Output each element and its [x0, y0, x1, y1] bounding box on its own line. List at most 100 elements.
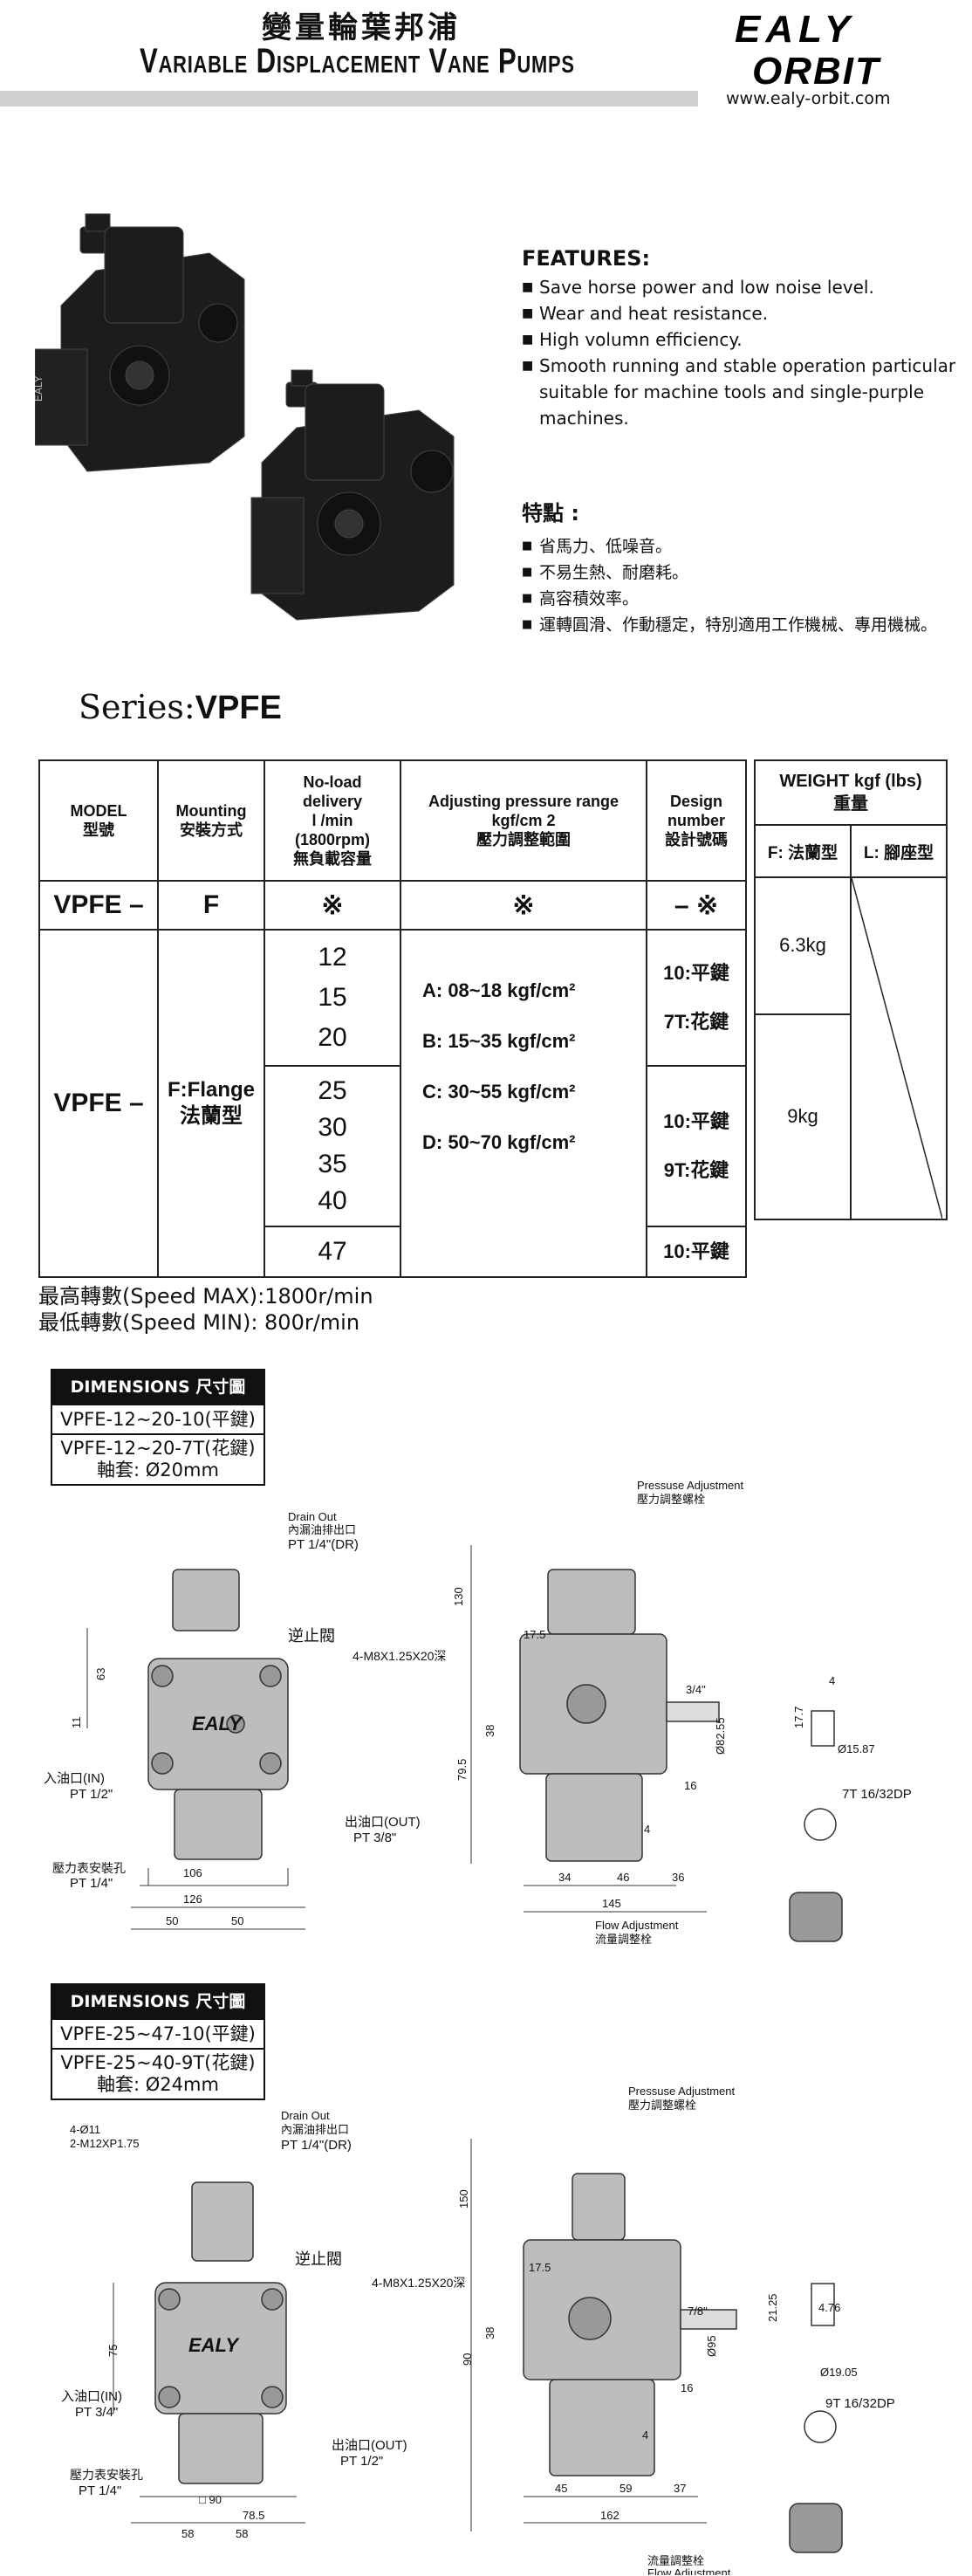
- dim2-holes2: 2-M12XP1.75: [70, 2137, 140, 2150]
- dim2-drain1: Drain Out: [281, 2109, 330, 2122]
- dim2-d4: 4: [642, 2428, 648, 2442]
- dim1-title: DIMENSIONS 尺寸圖: [52, 1370, 264, 1404]
- weight-value-1: 6.3kg: [754, 876, 852, 1015]
- speed-info: 最高轉數(Speed MAX):1800r/min 最低轉數(Speed MIN…: [38, 1283, 373, 1336]
- series-prefix: Series:: [79, 688, 195, 726]
- dim1-drain3: PT 1/4"(DR): [288, 1537, 359, 1552]
- dim1-flow2: 流量調整栓: [595, 1933, 652, 1946]
- feature-item: Wear and heat resistance.: [522, 300, 967, 326]
- dim2-holes1: 4-Ø11: [70, 2123, 100, 2136]
- dim2-drain3: PT 1/4"(DR): [281, 2138, 352, 2153]
- dim1-inlet1: 入油口(IN): [44, 1771, 105, 1786]
- feature-cn-item: 運轉圓滑、作動穩定，特別適用工作機械、專用機械。: [522, 612, 972, 638]
- dim1-d126: 126: [183, 1893, 202, 1906]
- series-name: VPFE: [195, 690, 282, 726]
- dim1-check-valve: 逆止閥: [288, 1627, 335, 1645]
- dim2-d90v: 90: [461, 2353, 474, 2366]
- pressure-ranges: A: 08~18 kgf/cm² B: 15~35 kgf/cm² C: 30~…: [400, 929, 647, 1278]
- dim2-bolt: 4-M8X1.25X20深: [372, 2276, 465, 2290]
- dimensions-box-2: DIMENSIONS 尺寸圖 VPFE-25~47-10(平鍵) VPFE-25…: [51, 1983, 265, 2100]
- weight-col-flange: F: 法蘭型: [754, 824, 852, 878]
- series-heading: Series:VPFE: [79, 688, 282, 727]
- dim2-inlet1: 入油口(IN): [61, 2389, 122, 2404]
- features-title: FEATURES:: [522, 246, 651, 271]
- photo-label: EALY: [35, 375, 44, 402]
- header-model: MODEL 型號: [38, 759, 159, 882]
- dim1-outlet1: 出油口(OUT): [345, 1815, 421, 1830]
- dim1-d38: 38: [483, 1725, 496, 1737]
- dim2-d175: 17.5: [529, 2261, 551, 2274]
- dim2-flow1: Flow Adjustment: [647, 2566, 731, 2575]
- dim2-d785: 78.5: [243, 2509, 264, 2522]
- feature-cn-item: 省馬力、低噪音。: [522, 533, 972, 560]
- speed-min: 最低轉數(Speed MIN): 800r/min: [38, 1310, 360, 1335]
- dim2-check-valve: 逆止閥: [295, 2250, 342, 2268]
- dimensions-box-1: DIMENSIONS 尺寸圖 VPFE-12~20-10(平鍵) VPFE-12…: [51, 1369, 265, 1486]
- dim2-key2: 4.76: [818, 2301, 840, 2314]
- dim2-d78in: 7/8": [688, 2305, 708, 2318]
- dim1-key2: 4: [829, 1674, 835, 1687]
- feature-cn-item: 不易生熱、耐磨耗。: [522, 560, 972, 586]
- dim2-gauge2: PT 1/4": [79, 2483, 121, 2498]
- dim2-d37: 37: [674, 2482, 686, 2495]
- dim2-gauge1: 壓力表安裝孔: [70, 2468, 143, 2482]
- dim1-d145: 145: [602, 1897, 621, 1910]
- feature-item: High volumn efficiency.: [522, 326, 967, 353]
- pressure-range-a: A: 08~18 kgf/cm²: [422, 979, 576, 1001]
- weight-value-2: 9kg: [754, 1013, 852, 1221]
- weight-foot-empty: [850, 876, 948, 1220]
- code-pressure: ※: [400, 880, 647, 931]
- dim1-d50a: 50: [166, 1914, 178, 1927]
- dim2-inlet2: PT 3/4": [75, 2405, 118, 2420]
- dim2-shaft: Ø19.05: [820, 2366, 858, 2379]
- dim1-d4: 4: [644, 1823, 650, 1836]
- dim1-bolt: 4-M8X1.25X20深: [353, 1649, 446, 1663]
- features-section: FEATURES: Save horse power and low noise…: [522, 246, 967, 431]
- dim2-dia: Ø95: [705, 2335, 718, 2357]
- dim1-d50b: 50: [231, 1914, 243, 1927]
- product-photo: EALY: [32, 175, 489, 629]
- logo-line2: ORBIT: [752, 50, 881, 89]
- header-title-cn: 變量輪葉邦浦: [262, 10, 461, 45]
- mounting-value: F:Flange 法蘭型: [157, 929, 265, 1278]
- dim1-d106: 106: [183, 1866, 202, 1879]
- dim2-flow2: 流量調整栓: [647, 2554, 704, 2567]
- model-code-table: MODEL 型號 Mounting 安裝方式 No-load delivery …: [38, 759, 747, 1278]
- header-mounting: Mounting 安裝方式: [157, 759, 265, 882]
- header-pressure: Adjusting pressure range kgf/cm 2 壓力調整範圍: [400, 759, 647, 882]
- feature-item: Save horse power and low noise level.: [522, 274, 967, 300]
- dim2-key1: 21.25: [766, 2293, 779, 2322]
- dim1-drain2: 內漏油排出口: [288, 1523, 356, 1536]
- dim2-d162: 162: [600, 2509, 619, 2522]
- dim1-spline: 7T 16/32DP: [842, 1787, 912, 1802]
- pressure-range-b: B: 15~35 kgf/cm²: [422, 1030, 576, 1052]
- feature-item: Smooth running and stable operation part…: [522, 353, 967, 431]
- dim2-d58a: 58: [181, 2527, 194, 2540]
- dim2-spline: 9T 16/32DP: [825, 2396, 895, 2411]
- pressure-range-c: C: 30~55 kgf/cm²: [422, 1081, 576, 1103]
- model-value: VPFE –: [38, 929, 159, 1278]
- dim1-press2: 壓力調整螺栓: [637, 1493, 705, 1506]
- features-cn-title: 特點 :: [522, 501, 579, 526]
- weight-title: WEIGHT kgf (lbs) 重量: [754, 759, 948, 826]
- dim1-gauge2: PT 1/4": [70, 1876, 113, 1891]
- dim2-title: DIMENSIONS 尺寸圖: [52, 1985, 264, 2018]
- speed-max: 最高轉數(Speed MAX):1800r/min: [38, 1284, 373, 1309]
- website-url: www.ealy-orbit.com: [726, 89, 891, 108]
- dim1-row2: VPFE-12~20-7T(花鍵) 軸套: Ø20mm: [52, 1433, 264, 1484]
- design-group3: 10:平鍵: [646, 1226, 747, 1278]
- dim2-press2: 壓力調整螺栓: [628, 2099, 696, 2112]
- header-delivery: No-load delivery l /min (1800rpm) 無負載容量: [264, 759, 401, 882]
- features-cn-section: 特點 : 省馬力、低噪音。 不易生熱、耐磨耗。 高容積效率。 運轉圓滑、作動穩定…: [522, 496, 972, 638]
- code-model: VPFE –: [38, 880, 159, 931]
- design-group2: 10:平鍵 9T:花鍵: [646, 1065, 747, 1227]
- dim1-press1: Pressuse Adjustment: [637, 1479, 744, 1492]
- design-group1: 10:平鍵 7T:花鍵: [646, 929, 747, 1067]
- dim2-row2: VPFE-25~40-9T(花鍵) 軸套: Ø24mm: [52, 2048, 264, 2099]
- dim1-d11: 11: [70, 1717, 83, 1729]
- dim1-outlet2: PT 3/8": [353, 1831, 396, 1845]
- dim2-d75: 75: [106, 2345, 120, 2357]
- dim2-drain2: 內漏油排出口: [281, 2123, 349, 2136]
- dim2-press1: Pressuse Adjustment: [628, 2086, 736, 2098]
- weight-col-foot: L: 腳座型: [850, 824, 948, 878]
